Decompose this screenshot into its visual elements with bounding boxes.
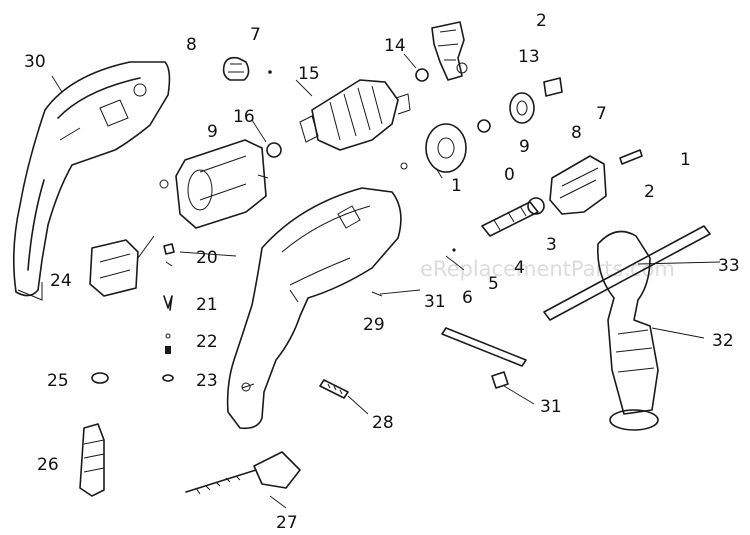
part-28-screw	[319, 379, 349, 399]
label-7-right: 7	[596, 104, 607, 124]
label-21: 21	[196, 295, 218, 315]
part-2-top	[431, 21, 468, 81]
label-14: 14	[384, 36, 406, 56]
label-13: 13	[518, 47, 540, 67]
spindle	[481, 197, 545, 237]
part-23	[162, 374, 174, 382]
stator	[159, 139, 269, 229]
part-25	[91, 372, 109, 384]
label-9-left: 9	[207, 122, 218, 142]
label-32: 32	[712, 331, 734, 351]
label-25: 25	[47, 371, 69, 391]
label-7-top: 7	[250, 25, 261, 45]
label-6: 6	[462, 288, 473, 308]
label-28: 28	[372, 413, 394, 433]
housing-half-right	[226, 187, 402, 430]
label-31-bottom: 31	[540, 397, 562, 417]
label-20: 20	[196, 248, 218, 268]
label-26: 26	[37, 455, 59, 475]
part-1-small-pin	[400, 162, 408, 170]
label-24: 24	[50, 271, 72, 291]
part-31-small	[371, 291, 383, 297]
part-5-pin	[452, 248, 456, 252]
label-23: 23	[196, 371, 218, 391]
part-20	[163, 243, 175, 267]
part-22	[165, 333, 171, 354]
cord-guard	[79, 423, 105, 497]
watermark: eReplacementParts.com	[420, 257, 675, 281]
part-7-screw	[268, 70, 272, 74]
housing-half-left	[12, 61, 171, 301]
label-8-right: 8	[571, 123, 582, 143]
chuck-key	[619, 149, 643, 165]
label-27: 27	[276, 513, 298, 533]
label-2-top: 2	[536, 11, 547, 31]
label-30: 30	[24, 52, 46, 72]
part-16-washer	[266, 142, 282, 158]
label-9-right: 9	[519, 137, 530, 157]
label-8-top: 8	[186, 35, 197, 55]
label-1-right: 1	[680, 150, 691, 170]
part-9-ring	[477, 119, 491, 133]
depth-rod	[441, 327, 527, 389]
label-1-center: 1	[451, 176, 462, 196]
label-3: 3	[546, 235, 557, 255]
chuck	[549, 155, 607, 215]
part-14-washer	[415, 68, 429, 82]
part-21-spring	[163, 295, 173, 311]
label-33: 33	[718, 256, 740, 276]
label-0: 0	[504, 165, 515, 185]
side-handle	[597, 230, 659, 431]
part-8-top	[222, 56, 250, 81]
label-16: 16	[233, 107, 255, 127]
power-cord	[185, 451, 301, 495]
label-31-center: 31	[424, 292, 446, 312]
label-2-right: 2	[644, 182, 655, 202]
gear-group	[509, 77, 563, 124]
armature	[299, 79, 411, 151]
switch	[89, 235, 155, 297]
label-15: 15	[298, 64, 320, 84]
label-4: 4	[514, 258, 525, 278]
label-5: 5	[488, 274, 499, 294]
label-22: 22	[196, 332, 218, 352]
label-29: 29	[363, 315, 385, 335]
part-0-gear	[425, 123, 467, 173]
side-handle-rod	[543, 225, 711, 321]
